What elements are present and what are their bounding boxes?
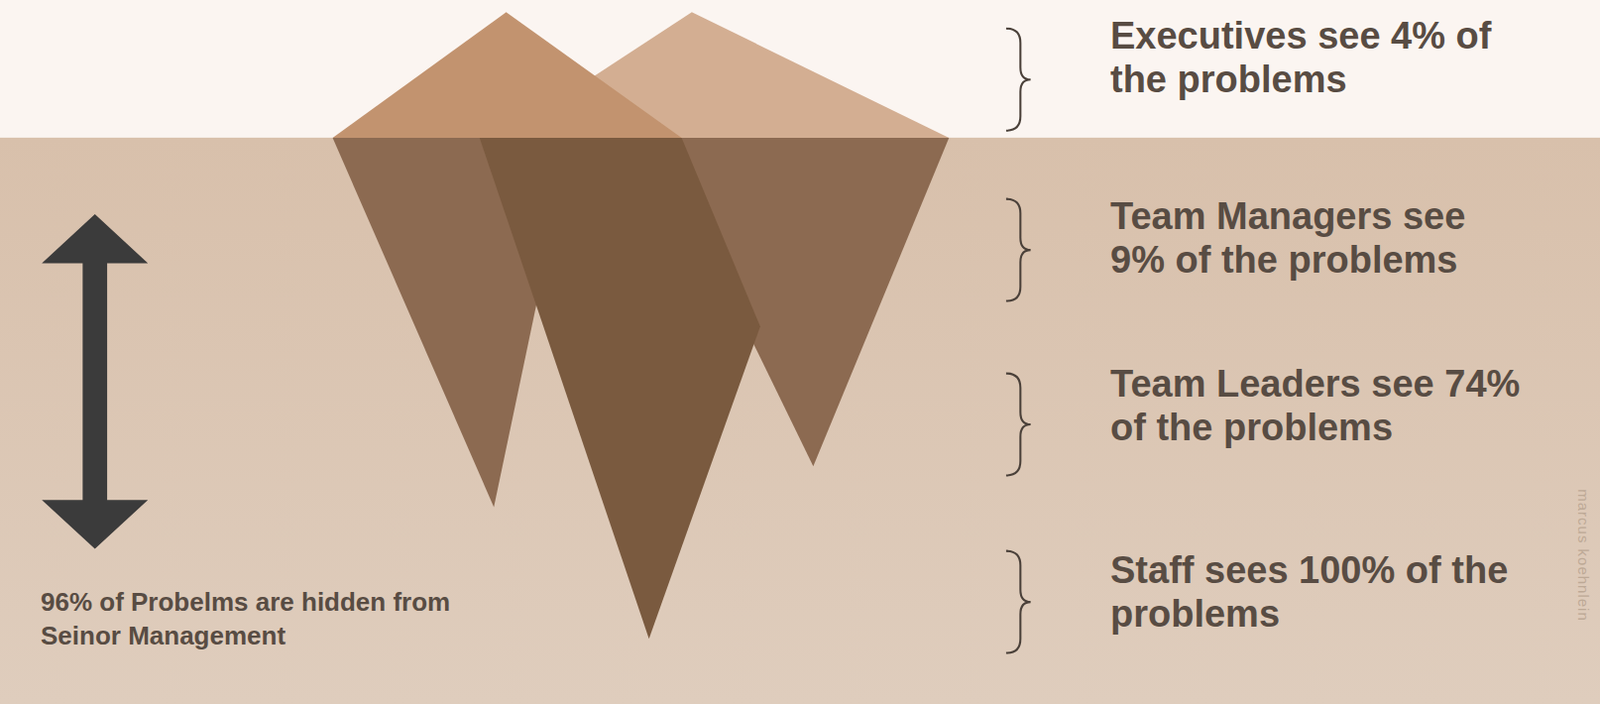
sky — [0, 0, 1600, 138]
iceberg-underwater-middle — [479, 137, 761, 639]
level-label: Executives see 4% of the problems — [1110, 13, 1527, 102]
level-label: Staff sees 100% of the problems — [1110, 548, 1527, 636]
watermark: marcus koehnlein — [1574, 488, 1593, 622]
level-label: Team Leaders see 74% of the problems — [1110, 361, 1527, 450]
iceberg-peak-left — [333, 11, 683, 138]
water — [0, 137, 1600, 704]
brace — [1006, 28, 1031, 654]
hidden-note: 96% of Probelms are hidden from Seinor M… — [40, 584, 477, 653]
double-arrow — [41, 214, 148, 550]
level-label: Team Managers see 9% of the problems — [1110, 194, 1527, 282]
